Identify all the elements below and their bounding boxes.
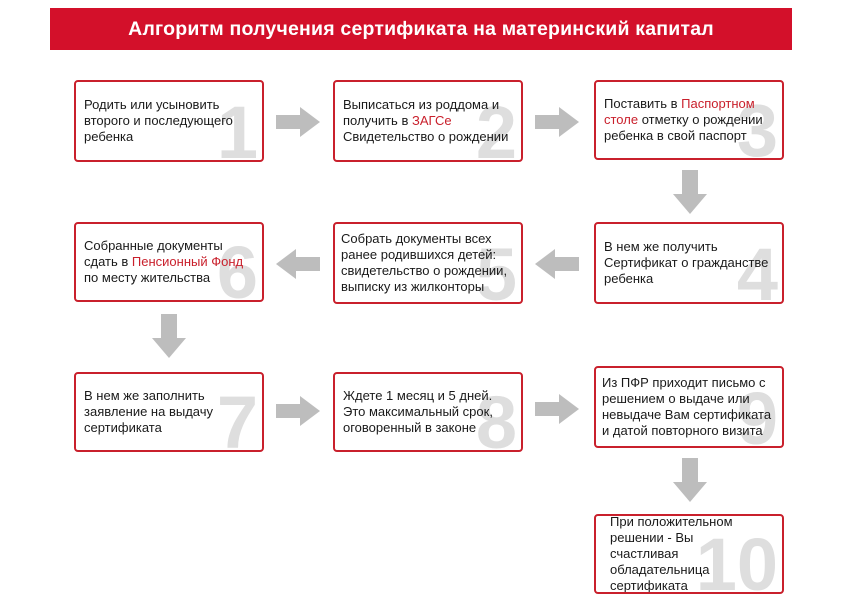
step-6: 6 Собранные документы сдать в Пенсионный… <box>74 222 264 302</box>
arrow-left-icon <box>535 249 579 279</box>
step-text-part: Собранные документы сдать в <box>84 238 223 269</box>
step-text: Родить или усыновить второго и последующ… <box>84 97 244 145</box>
step-10: 10 При положительном решении - Вы счастл… <box>594 514 784 594</box>
page-title: Алгоритм получения сертификата на матери… <box>128 17 714 40</box>
arrow-down-icon <box>673 458 707 502</box>
step-number: 1 <box>216 91 258 162</box>
step-number: 10 <box>695 523 778 594</box>
arrow-down-icon <box>673 170 707 214</box>
step-5: 5 Собрать документы всех ранее родившихс… <box>333 222 523 304</box>
step-text: Выписаться из роддома и получить в ЗАГСе… <box>343 97 521 145</box>
step-text-part: Из ПФР приходит письмо с решением о выда… <box>602 375 772 438</box>
title-banner: Алгоритм получения сертификата на матери… <box>50 8 792 50</box>
step-text-part: Ждете 1 месяц и 5 дней. Это максимальный… <box>343 388 493 435</box>
arrow-right-icon <box>535 107 579 137</box>
step-number: 5 <box>475 233 517 304</box>
arrow-down-icon <box>152 314 186 358</box>
step-text-part: Поставить в <box>604 96 682 111</box>
step-text: Из ПФР приходит письмо с решением о выда… <box>602 375 778 439</box>
arrow-right-icon <box>276 396 320 426</box>
arrow-right-icon <box>535 394 579 424</box>
step-3: 3 Поставить в Паспортном столе отметку о… <box>594 80 784 160</box>
step-text: Собранные документы сдать в Пенсионный Ф… <box>84 238 258 286</box>
step-number: 4 <box>736 233 778 304</box>
step-text-part: по месту жительства <box>84 270 211 285</box>
highlighted-text: ЗАГСе <box>411 113 452 128</box>
step-number: 6 <box>216 231 258 302</box>
step-text: При положительном решении - Вы счастлива… <box>610 514 760 593</box>
step-text-part: Свидетельство о рождении <box>343 129 509 144</box>
step-text-part: При положительном решении - Вы счастлива… <box>610 514 733 593</box>
step-number: 2 <box>475 91 517 162</box>
step-text: Поставить в Паспортном столе отметку о р… <box>604 96 776 144</box>
step-text: Ждете 1 месяц и 5 дней. Это максимальный… <box>343 388 509 436</box>
step-number: 7 <box>216 381 258 452</box>
step-text: В нем же получить Сертификат о гражданст… <box>604 239 776 287</box>
arrow-left-icon <box>276 249 320 279</box>
step-text-part: Собрать документы всех ранее родившихся … <box>341 231 508 294</box>
step-7: 7 В нем же заполнить заявление на выдачу… <box>74 372 264 452</box>
step-text: В нем же заполнить заявление на выдачу с… <box>84 388 234 436</box>
step-number: 3 <box>736 89 778 160</box>
step-text-part: Родить или усыновить второго и последующ… <box>84 97 233 144</box>
step-number: 8 <box>475 381 517 452</box>
highlighted-text: Пенсионный Фонд <box>131 254 244 269</box>
arrow-right-icon <box>276 107 320 137</box>
step-text-part: В нем же получить Сертификат о гражданст… <box>604 239 769 286</box>
highlighted-text: Паспортном столе <box>604 96 755 127</box>
step-text: Собрать документы всех ранее родившихся … <box>341 231 517 295</box>
step-text-part: Выписаться из роддома и получить в <box>343 97 500 128</box>
step-9: 9 Из ПФР приходит письмо с решением о вы… <box>594 366 784 448</box>
step-text-part: отметку о рождении ребенка в свой паспор… <box>604 112 763 143</box>
step-2: 2 Выписаться из роддома и получить в ЗАГ… <box>333 80 523 162</box>
step-1: 1 Родить или усыновить второго и последу… <box>74 80 264 162</box>
step-8: 8 Ждете 1 месяц и 5 дней. Это максимальн… <box>333 372 523 452</box>
step-text-part: В нем же заполнить заявление на выдачу с… <box>84 388 214 435</box>
step-4: 4 В нем же получить Сертификат о граждан… <box>594 222 784 304</box>
step-number: 9 <box>736 377 778 448</box>
